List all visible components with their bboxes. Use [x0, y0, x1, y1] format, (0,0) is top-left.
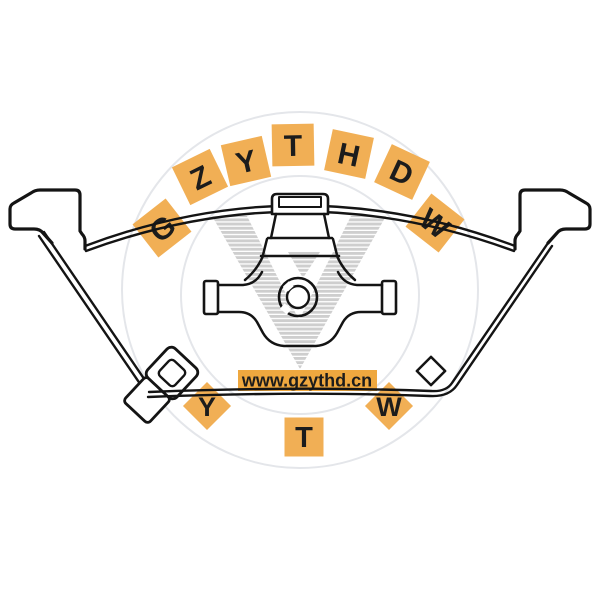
arc-letter-w-tile	[405, 193, 465, 253]
left-ear-outline	[8, 188, 87, 251]
v-logo-watermark	[212, 216, 386, 369]
hub-circle-outer	[277, 276, 319, 318]
top-clip-tab	[270, 192, 330, 216]
wear-sensor-inner-square	[157, 358, 187, 388]
shim-left-end-cap	[202, 279, 220, 316]
bottom-edge-line-outer	[147, 241, 550, 394]
center-shim	[202, 212, 398, 348]
top-clip-tab-outline	[270, 192, 330, 216]
bottom-letter-w-text: W	[376, 392, 402, 422]
arc-letter-y-tile	[220, 135, 272, 187]
circle-watermark	[121, 111, 479, 469]
arc-letter-t-tile	[271, 123, 315, 167]
bottom-edge-line-inner	[146, 244, 554, 399]
arc-letter-z-tile	[171, 148, 229, 206]
bottom-letter-t: T	[284, 417, 324, 457]
arc-letter-y: Y	[220, 135, 272, 187]
shim-flare-right	[335, 254, 357, 282]
circle-watermark-outer	[121, 111, 479, 469]
bottom-letter-t-tile	[284, 417, 324, 457]
shim-neck-left	[269, 212, 278, 240]
arc-letter-h-tile	[324, 129, 374, 179]
v-logo-center-tip	[288, 252, 320, 278]
arc-letter-t: T	[271, 123, 315, 167]
shim-band-side-right	[331, 237, 339, 257]
shim-neck-right	[322, 212, 331, 240]
arc-letter-d: D	[374, 144, 430, 200]
arc-letter-d-tile	[374, 144, 430, 200]
bottom-letter-y-text: Y	[198, 392, 216, 422]
bottom-letter-t-text: T	[295, 422, 313, 454]
circle-watermark-inner	[180, 175, 420, 415]
left-diagonal-edge-outer	[42, 230, 153, 391]
shim-right-end-cap	[380, 279, 398, 316]
hub-circle-gaps	[280, 281, 294, 315]
website-banner: www.gzythd.cn	[238, 370, 377, 391]
wear-sensor	[123, 345, 200, 424]
arc-letter-z: Z	[171, 148, 229, 206]
v-logo-body	[212, 216, 386, 369]
arc-letter-h: H	[324, 129, 374, 179]
brake-pad-drawing	[8, 188, 592, 424]
right-ear-outline	[513, 188, 592, 251]
hub-circle-inner	[285, 284, 311, 310]
shim-bottom-contour	[216, 310, 384, 348]
website-url: www.gzythd.cn	[241, 371, 372, 391]
top-clip-tab-window	[278, 196, 322, 208]
shim-band-side-left	[261, 237, 269, 257]
shim-arm-top-right	[336, 270, 384, 287]
shim-flare-left	[243, 254, 265, 282]
left-diagonal-edge-inner	[37, 234, 149, 396]
arc-letter-t-text: T	[284, 130, 303, 163]
right-diamond-hole	[415, 355, 447, 387]
website-banner-bg	[238, 370, 377, 391]
shim-arm-top-left	[216, 270, 264, 287]
